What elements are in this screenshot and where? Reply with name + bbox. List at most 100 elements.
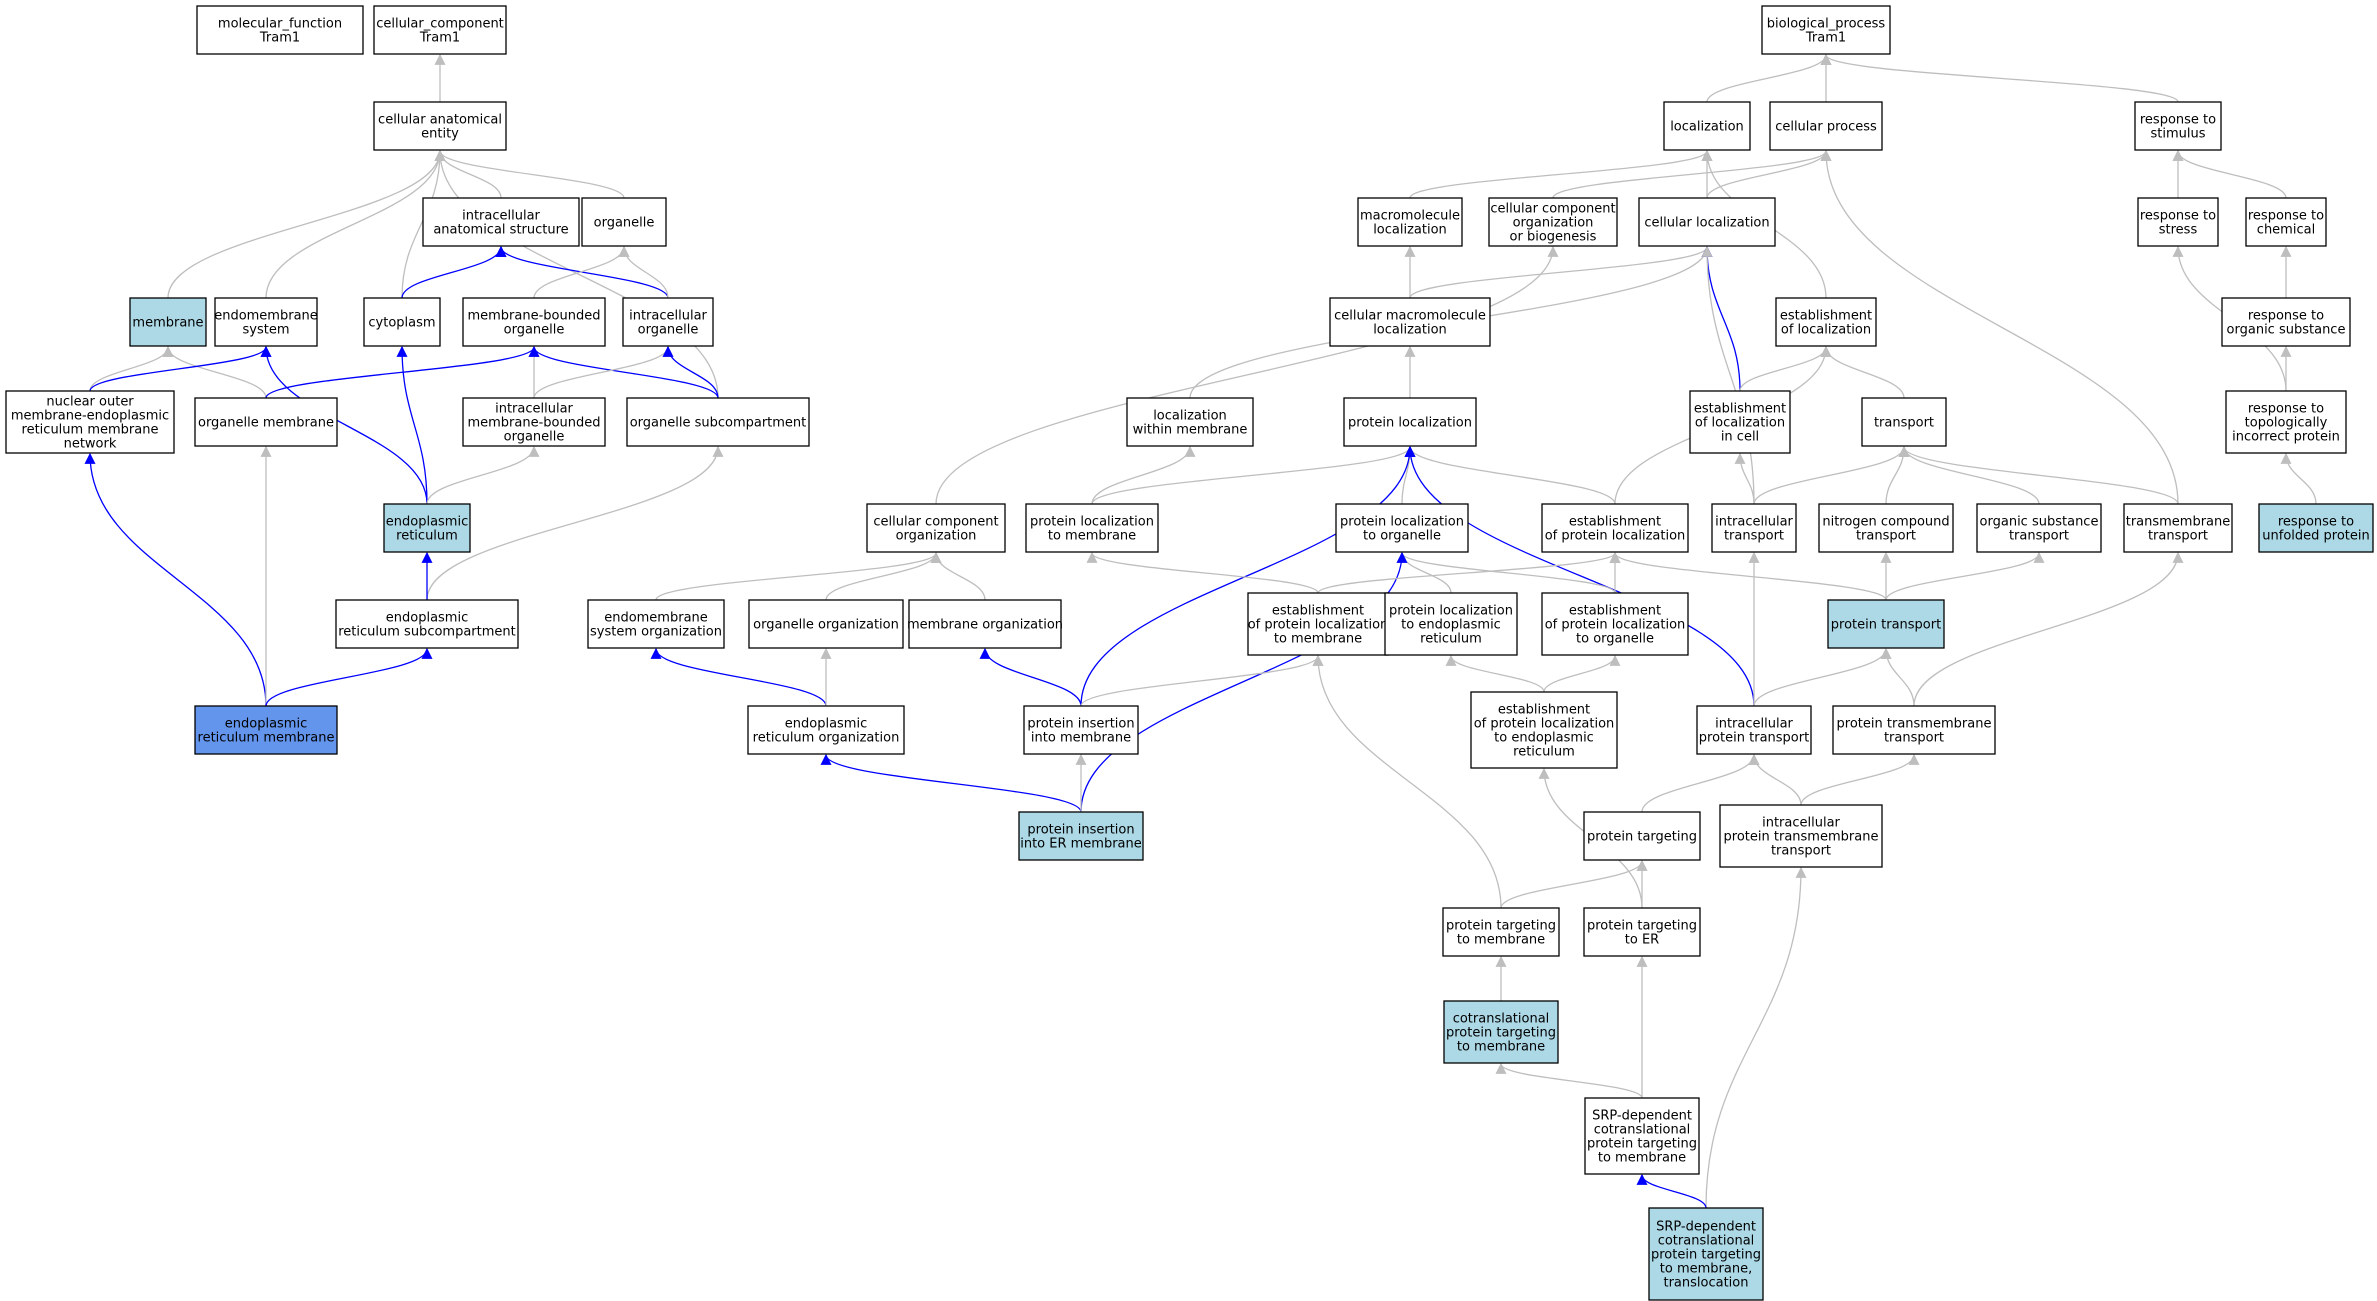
edge-macloc-to-loc	[1409, 149, 1713, 199]
node-label-line: membrane-bounded	[467, 309, 600, 324]
node-label-line: membrane organization	[907, 618, 1063, 633]
node-transport[interactable]: transport	[1861, 397, 1947, 447]
edge-ersub-to-orgsub	[426, 445, 724, 601]
edge-pttm-to-epltm	[1312, 654, 1502, 909]
edge-pltm-to-ploc	[1091, 445, 1416, 505]
edge-cmloc-to-cloc	[1409, 245, 1713, 299]
node-label-line: establishment	[1569, 515, 1661, 530]
edge-mo-to-cco	[930, 551, 986, 601]
node-label-line: cotranslational	[1594, 1123, 1691, 1138]
node-pt[interactable]: protein transport	[1827, 599, 1945, 649]
edge-membrane-to-cae	[167, 149, 446, 299]
node-orgmem[interactable]: organelle membrane	[194, 397, 338, 447]
node-loc[interactable]: localization	[1663, 101, 1751, 151]
node-label-line: cellular process	[1775, 120, 1877, 135]
node-box	[1018, 811, 1144, 861]
node-label-line: endomembrane	[604, 611, 708, 626]
node-label-line: organization	[1513, 216, 1594, 231]
node-label-line: transport	[1771, 844, 1831, 859]
node-oo[interactable]: organelle organization	[748, 599, 904, 649]
node-nomer[interactable]: nuclear outermembrane-endoplasmicreticul…	[5, 390, 175, 454]
node-label-line: response to	[2278, 515, 2354, 530]
node-ptgt[interactable]: protein targeting	[1583, 811, 1701, 861]
node-box	[747, 705, 905, 755]
node-orgsub[interactable]: organelle subcompartment	[626, 397, 810, 447]
node-label-line: reticulum organization	[753, 731, 900, 746]
node-cloc[interactable]: cellular localization	[1638, 197, 1776, 247]
node-label-line: protein transmembrane	[1837, 717, 1992, 732]
node-label-line: to membrane	[1598, 1151, 1686, 1166]
node-label-line: cellular component	[1490, 202, 1615, 217]
edge-ermem-to-ersub	[265, 647, 433, 707]
edge-imbo-to-io	[533, 345, 674, 399]
node-box	[422, 197, 580, 247]
node-label-line: organelle	[594, 216, 655, 231]
edge-orgmem-to-mbo	[265, 345, 540, 399]
edge-rts-to-bp	[1820, 53, 2179, 103]
node-mo[interactable]: membrane organization	[907, 599, 1063, 649]
edge-ipt-to-ploc	[1404, 445, 1755, 707]
node-organelle[interactable]: organelle	[581, 197, 667, 247]
node-box	[335, 599, 519, 649]
edge-pier-to-plto	[1080, 551, 1408, 813]
node-label-line: to membrane	[1457, 1040, 1545, 1055]
node-ploc[interactable]: protein localization	[1343, 397, 1477, 447]
node-label-line: cellular macromolecule	[1334, 309, 1486, 324]
node-cytoplasm[interactable]: cytoplasm	[363, 297, 441, 347]
node-label-line: translocation	[1663, 1276, 1748, 1291]
node-label-line: unfolded protein	[2262, 529, 2369, 544]
node-membrane[interactable]: membrane	[129, 297, 207, 347]
node-cp[interactable]: cellular process	[1769, 101, 1883, 151]
edge-ptt-to-tmt	[1913, 551, 2184, 707]
node-label-line: of protein localization	[1474, 717, 1615, 732]
